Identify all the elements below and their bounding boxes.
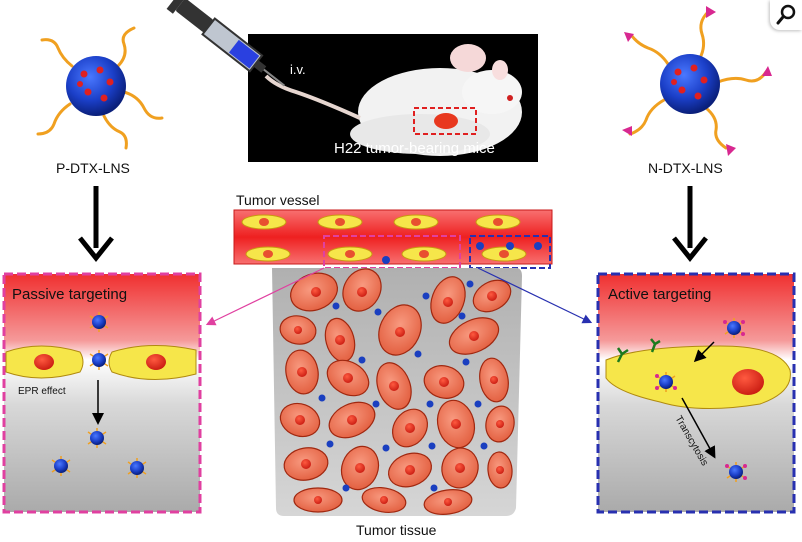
mice-label: H22 tumor-bearing mice [334, 140, 495, 157]
mouse-photo [248, 34, 538, 162]
tumor-vessel-label: Tumor vessel [236, 192, 320, 208]
epr-effect-label: EPR effect [18, 386, 66, 397]
tumor-tissue [272, 268, 522, 516]
search-button[interactable] [770, 0, 802, 30]
p-dtx-lns-label: P-DTX-LNS [56, 160, 130, 176]
active-connector-arrow [477, 267, 593, 324]
right-down-arrow [672, 186, 708, 263]
tumor-tissue-label: Tumor tissue [356, 522, 437, 538]
tumor-vessel [233, 209, 553, 269]
active-targeting-panel [596, 272, 796, 514]
active-targeting-title: Active targeting [608, 286, 712, 303]
search-icon [776, 4, 796, 25]
iv-label: i.v. [290, 62, 306, 77]
left-down-arrow [78, 186, 114, 263]
panel-nanoparticles [51, 312, 747, 482]
passive-targeting-panel [2, 272, 202, 514]
n-dtx-lns-label: N-DTX-LNS [648, 160, 723, 176]
passive-targeting-title: Passive targeting [12, 286, 128, 303]
p-dtx-lns-nanoparticle [36, 26, 164, 150]
syringe [166, 0, 285, 87]
n-dtx-lns-nanoparticle [622, 6, 772, 156]
passive-connector-arrow [205, 267, 325, 326]
